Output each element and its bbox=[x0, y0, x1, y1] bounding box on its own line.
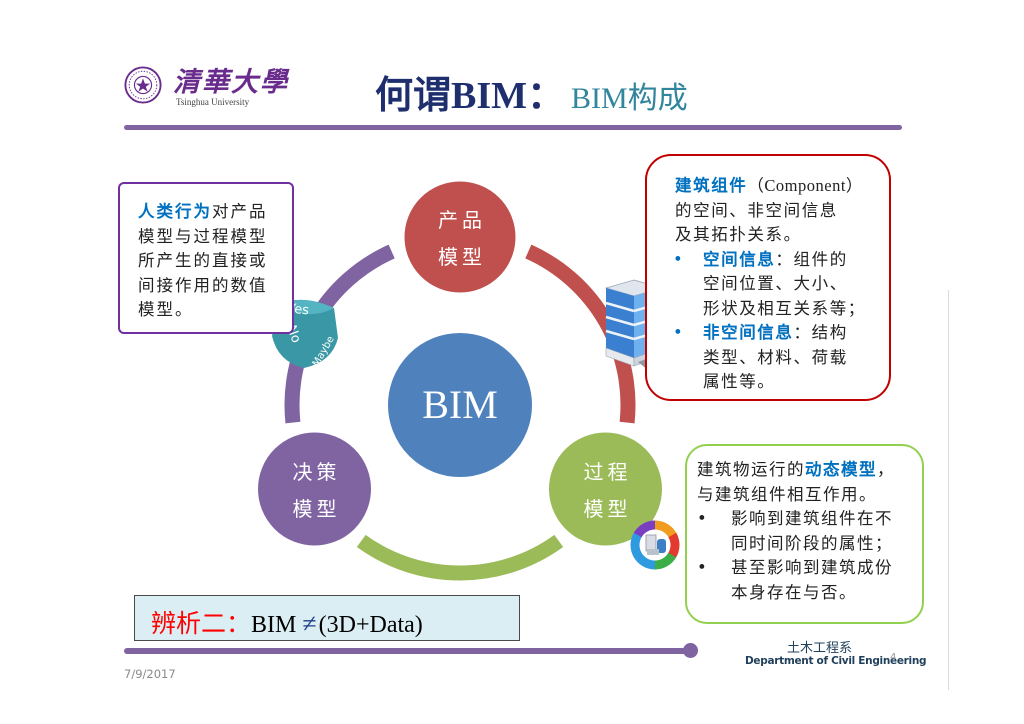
header-divider bbox=[124, 125, 902, 130]
decision-node-label-line2: 模型 bbox=[293, 497, 341, 521]
process-bullet-1-more: 同时间阶段的属性； bbox=[731, 533, 893, 553]
title-main: 何谓BIM： bbox=[375, 75, 566, 117]
human-line-1: 人类行为对产品 bbox=[138, 200, 284, 225]
product-node-circle bbox=[401, 178, 519, 296]
spatial-text: ：组件的 bbox=[775, 249, 848, 269]
nonspatial-more-1: 类型、材料、荷载 bbox=[703, 347, 848, 367]
slide-edge-line bbox=[948, 290, 949, 690]
component-bullet-nonspatial: • 非空间信息：结构 bbox=[673, 321, 883, 346]
component-callout: 建筑组件（Component） 的空间、非空间信息 及其拓扑关系。 •空间信息：… bbox=[645, 154, 891, 401]
nonspatial-text: ：结构 bbox=[793, 323, 848, 342]
footer-divider bbox=[124, 648, 690, 654]
slide-title: 何谓BIM：BIM构成 bbox=[375, 64, 688, 119]
nonspatial-more-2: 属性等。 bbox=[703, 372, 776, 391]
process-node-label-line2: 模型 bbox=[583, 497, 631, 521]
bullet-icon: • bbox=[697, 509, 709, 528]
footer-divider-dot bbox=[683, 643, 698, 658]
ring-arc-process-decision bbox=[356, 534, 564, 581]
process-bullet-2-more: 本身存在与否。 bbox=[731, 582, 857, 602]
process-cycle-icon bbox=[630, 520, 680, 570]
human-behavior-callout: 人类行为对产品 模型与过程模型 所产生的直接或 间接作用的数值 模型。 bbox=[118, 182, 294, 334]
not-equal-icon: ≠ bbox=[302, 609, 317, 638]
note-prefix: 辨析二： bbox=[151, 609, 252, 638]
bullet-icon: • bbox=[673, 323, 685, 342]
university-name-cn: 清華大學 bbox=[173, 67, 289, 98]
human-line-3: 所产生的直接或 bbox=[138, 251, 268, 270]
analysis-note-box: 辨析二：BIM≠(3D+Data) bbox=[134, 595, 520, 641]
slide-number: 4 bbox=[890, 652, 897, 663]
process-bullet-2: • 甚至影响到建筑成份 bbox=[697, 556, 918, 581]
component-en: （Component） bbox=[747, 176, 863, 195]
spatial-term: 空间信息 bbox=[703, 249, 776, 269]
human-line-4: 间接作用的数值 bbox=[138, 275, 268, 295]
process-intro-line-2: 与建筑组件相互作用。 bbox=[697, 484, 877, 504]
spatial-more-1: 空间位置、大小、 bbox=[703, 274, 848, 293]
process-model-node: 过程模型 bbox=[545, 429, 665, 549]
bullet-icon: • bbox=[697, 558, 709, 577]
title-sub: BIM构成 bbox=[571, 82, 688, 115]
bim-center-circle bbox=[386, 331, 534, 479]
component-intro-line-2: 的空间、非空间信息 bbox=[675, 200, 838, 220]
process-bullet-2-text: 甚至影响到建筑成份 bbox=[731, 558, 893, 577]
decision-node-label-line1: 决策 bbox=[293, 460, 341, 484]
process-intro-tail: ， bbox=[877, 460, 895, 479]
department-name-en: Department of Civil Engineering bbox=[745, 655, 927, 667]
process-node-label-line1: 过程 bbox=[583, 460, 631, 484]
process-bullet-1: • 影响到建筑组件在不 bbox=[697, 507, 918, 532]
human-line-2: 模型与过程模型 bbox=[138, 226, 268, 246]
nonspatial-term: 非空间信息 bbox=[703, 323, 794, 342]
note-lhs: BIM bbox=[251, 612, 297, 638]
process-intro: 建筑物运行的动态模型， bbox=[697, 458, 918, 483]
product-node-label-line2: 模型 bbox=[438, 245, 486, 269]
component-highlight: 建筑组件 bbox=[675, 176, 748, 195]
human-text: 对产品 bbox=[212, 202, 268, 221]
component-bullet-spatial: • 空间信息：组件的 bbox=[673, 248, 883, 273]
note-rhs: (3D+Data) bbox=[318, 612, 423, 638]
bullet-icon: • bbox=[673, 249, 685, 269]
component-intro-line-3: 及其拓扑关系。 bbox=[675, 225, 802, 244]
university-name-en: Tsinghua University bbox=[176, 97, 250, 107]
spatial-more-2: 形状及相互关系等； bbox=[703, 298, 866, 318]
slide-date: 7/9/2017 bbox=[124, 667, 176, 681]
human-line-5: 模型。 bbox=[138, 300, 194, 319]
process-highlight: 动态模型 bbox=[805, 460, 877, 479]
human-highlight: 人类行为 bbox=[138, 202, 212, 221]
ring-arc-product-process bbox=[525, 244, 636, 424]
component-intro: 建筑组件（Component） bbox=[675, 174, 883, 199]
process-bullet-1-text: 影响到建筑组件在不 bbox=[731, 509, 893, 528]
department-name-cn: 土木工程系 bbox=[787, 641, 853, 656]
process-intro-head: 建筑物运行的 bbox=[697, 460, 805, 479]
process-node-circle bbox=[545, 429, 665, 549]
bim-center-node: BIM bbox=[386, 331, 534, 479]
product-node-label-line1: 产品 bbox=[438, 208, 486, 232]
bim-center-label: BIM bbox=[422, 382, 498, 427]
decision-node-circle bbox=[255, 429, 375, 549]
tsinghua-seal-icon bbox=[124, 66, 162, 104]
process-callout: 建筑物运行的动态模型， 与建筑组件相互作用。 • 影响到建筑组件在不 同时间阶段的… bbox=[685, 444, 924, 624]
